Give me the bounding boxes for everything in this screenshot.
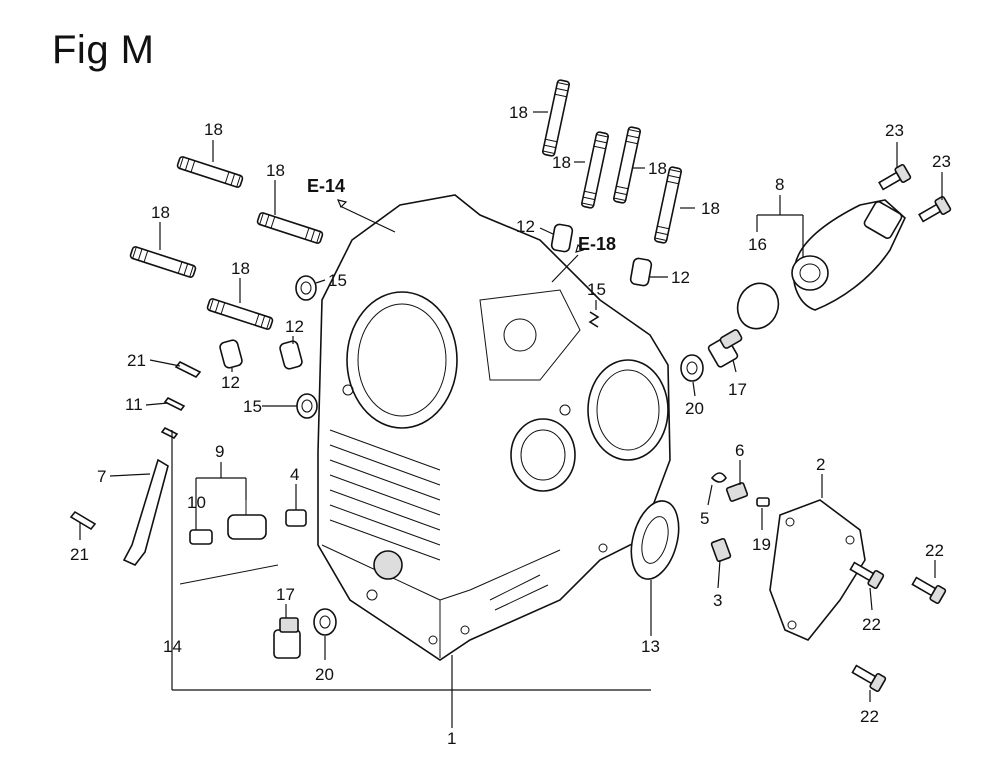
leader-lines [79,111,943,728]
callout-bolt-23[interactable]: 23 [885,121,904,140]
callout-stud[interactable]: 18 [648,159,667,178]
callout-part-19[interactable]: 19 [752,535,771,554]
dowel-pins[interactable] [219,223,653,370]
breather-cover-assembly[interactable] [791,199,906,311]
callout-side-cover[interactable]: 2 [816,455,825,474]
washer-left[interactable] [313,608,337,636]
bolts-22[interactable] [848,559,947,692]
callout-clip-11[interactable]: 11 [125,395,143,414]
callout-tube-7[interactable]: 7 [97,467,106,486]
breather-tube[interactable] [122,458,169,566]
callout-o-ring[interactable]: 16 [748,235,767,254]
callout-part-14[interactable]: 14 [163,637,182,656]
callout-stud[interactable]: 18 [204,120,223,139]
callout-part-3[interactable]: 3 [713,591,722,610]
callout-oil-seal[interactable]: 15 [243,397,262,416]
drain-plug-right[interactable] [707,329,743,368]
callout-dowel[interactable]: 12 [285,317,304,336]
callout-dowel[interactable]: 12 [221,373,240,392]
crankshaft-oil-seal[interactable] [623,496,686,585]
callout-bolt-22[interactable]: 22 [862,615,881,634]
small-parts-3-5-6-19[interactable] [710,472,770,563]
callout-crankcase[interactable]: 1 [447,729,456,748]
callout-bolt-22[interactable]: 22 [925,541,944,560]
ref-e18[interactable]: E-18 [578,234,616,254]
small-oil-seals[interactable] [295,275,600,419]
callout-stud[interactable]: 18 [151,203,170,222]
callout-oil-seal[interactable]: 15 [587,280,606,299]
callout-oil-seal[interactable]: 15 [328,271,347,290]
callout-drain-plug[interactable]: 17 [728,380,747,399]
callout-part-10[interactable]: 10 [187,493,206,512]
oil-pressure-switch[interactable] [179,500,279,585]
stud-bolts[interactable] [129,79,683,330]
callout-breather-assembly[interactable]: 8 [775,175,784,194]
callout-plug-4[interactable]: 4 [290,465,299,484]
callout-clip-21[interactable]: 21 [127,351,146,370]
callout-stud[interactable]: 18 [266,161,285,180]
reference-arrows [336,199,585,253]
drain-plug-left[interactable] [273,617,301,659]
washer-right[interactable] [680,354,704,382]
callout-washer[interactable]: 20 [315,665,334,684]
callout-oil-seal-13[interactable]: 13 [641,637,660,656]
bolts-23[interactable] [877,164,952,225]
callout-bolt-22[interactable]: 22 [860,707,879,726]
ref-e14[interactable]: E-14 [307,176,345,196]
callout-stud[interactable]: 18 [509,103,528,122]
callout-part-5[interactable]: 5 [700,509,709,528]
clips-21-11[interactable] [69,360,202,531]
plug-4[interactable] [285,509,307,527]
callout-washer[interactable]: 20 [685,399,704,418]
callout-stud[interactable]: 18 [231,259,250,278]
callout-stud[interactable]: 18 [552,153,571,172]
callout-drain-plug[interactable]: 17 [276,585,295,604]
side-cover[interactable] [769,499,866,641]
figure-title: Fig M [52,28,155,72]
o-ring[interactable] [731,278,784,335]
callout-clip-21[interactable]: 21 [70,545,89,564]
callout-part-6[interactable]: 6 [735,441,744,460]
callout-switch-9[interactable]: 9 [215,442,224,461]
callout-dowel[interactable]: 12 [671,268,690,287]
callout-dowel[interactable]: 12 [516,217,535,236]
callout-stud[interactable]: 18 [701,199,720,218]
crankcase-body[interactable] [317,194,671,661]
callout-bolt-23[interactable]: 23 [932,152,951,171]
